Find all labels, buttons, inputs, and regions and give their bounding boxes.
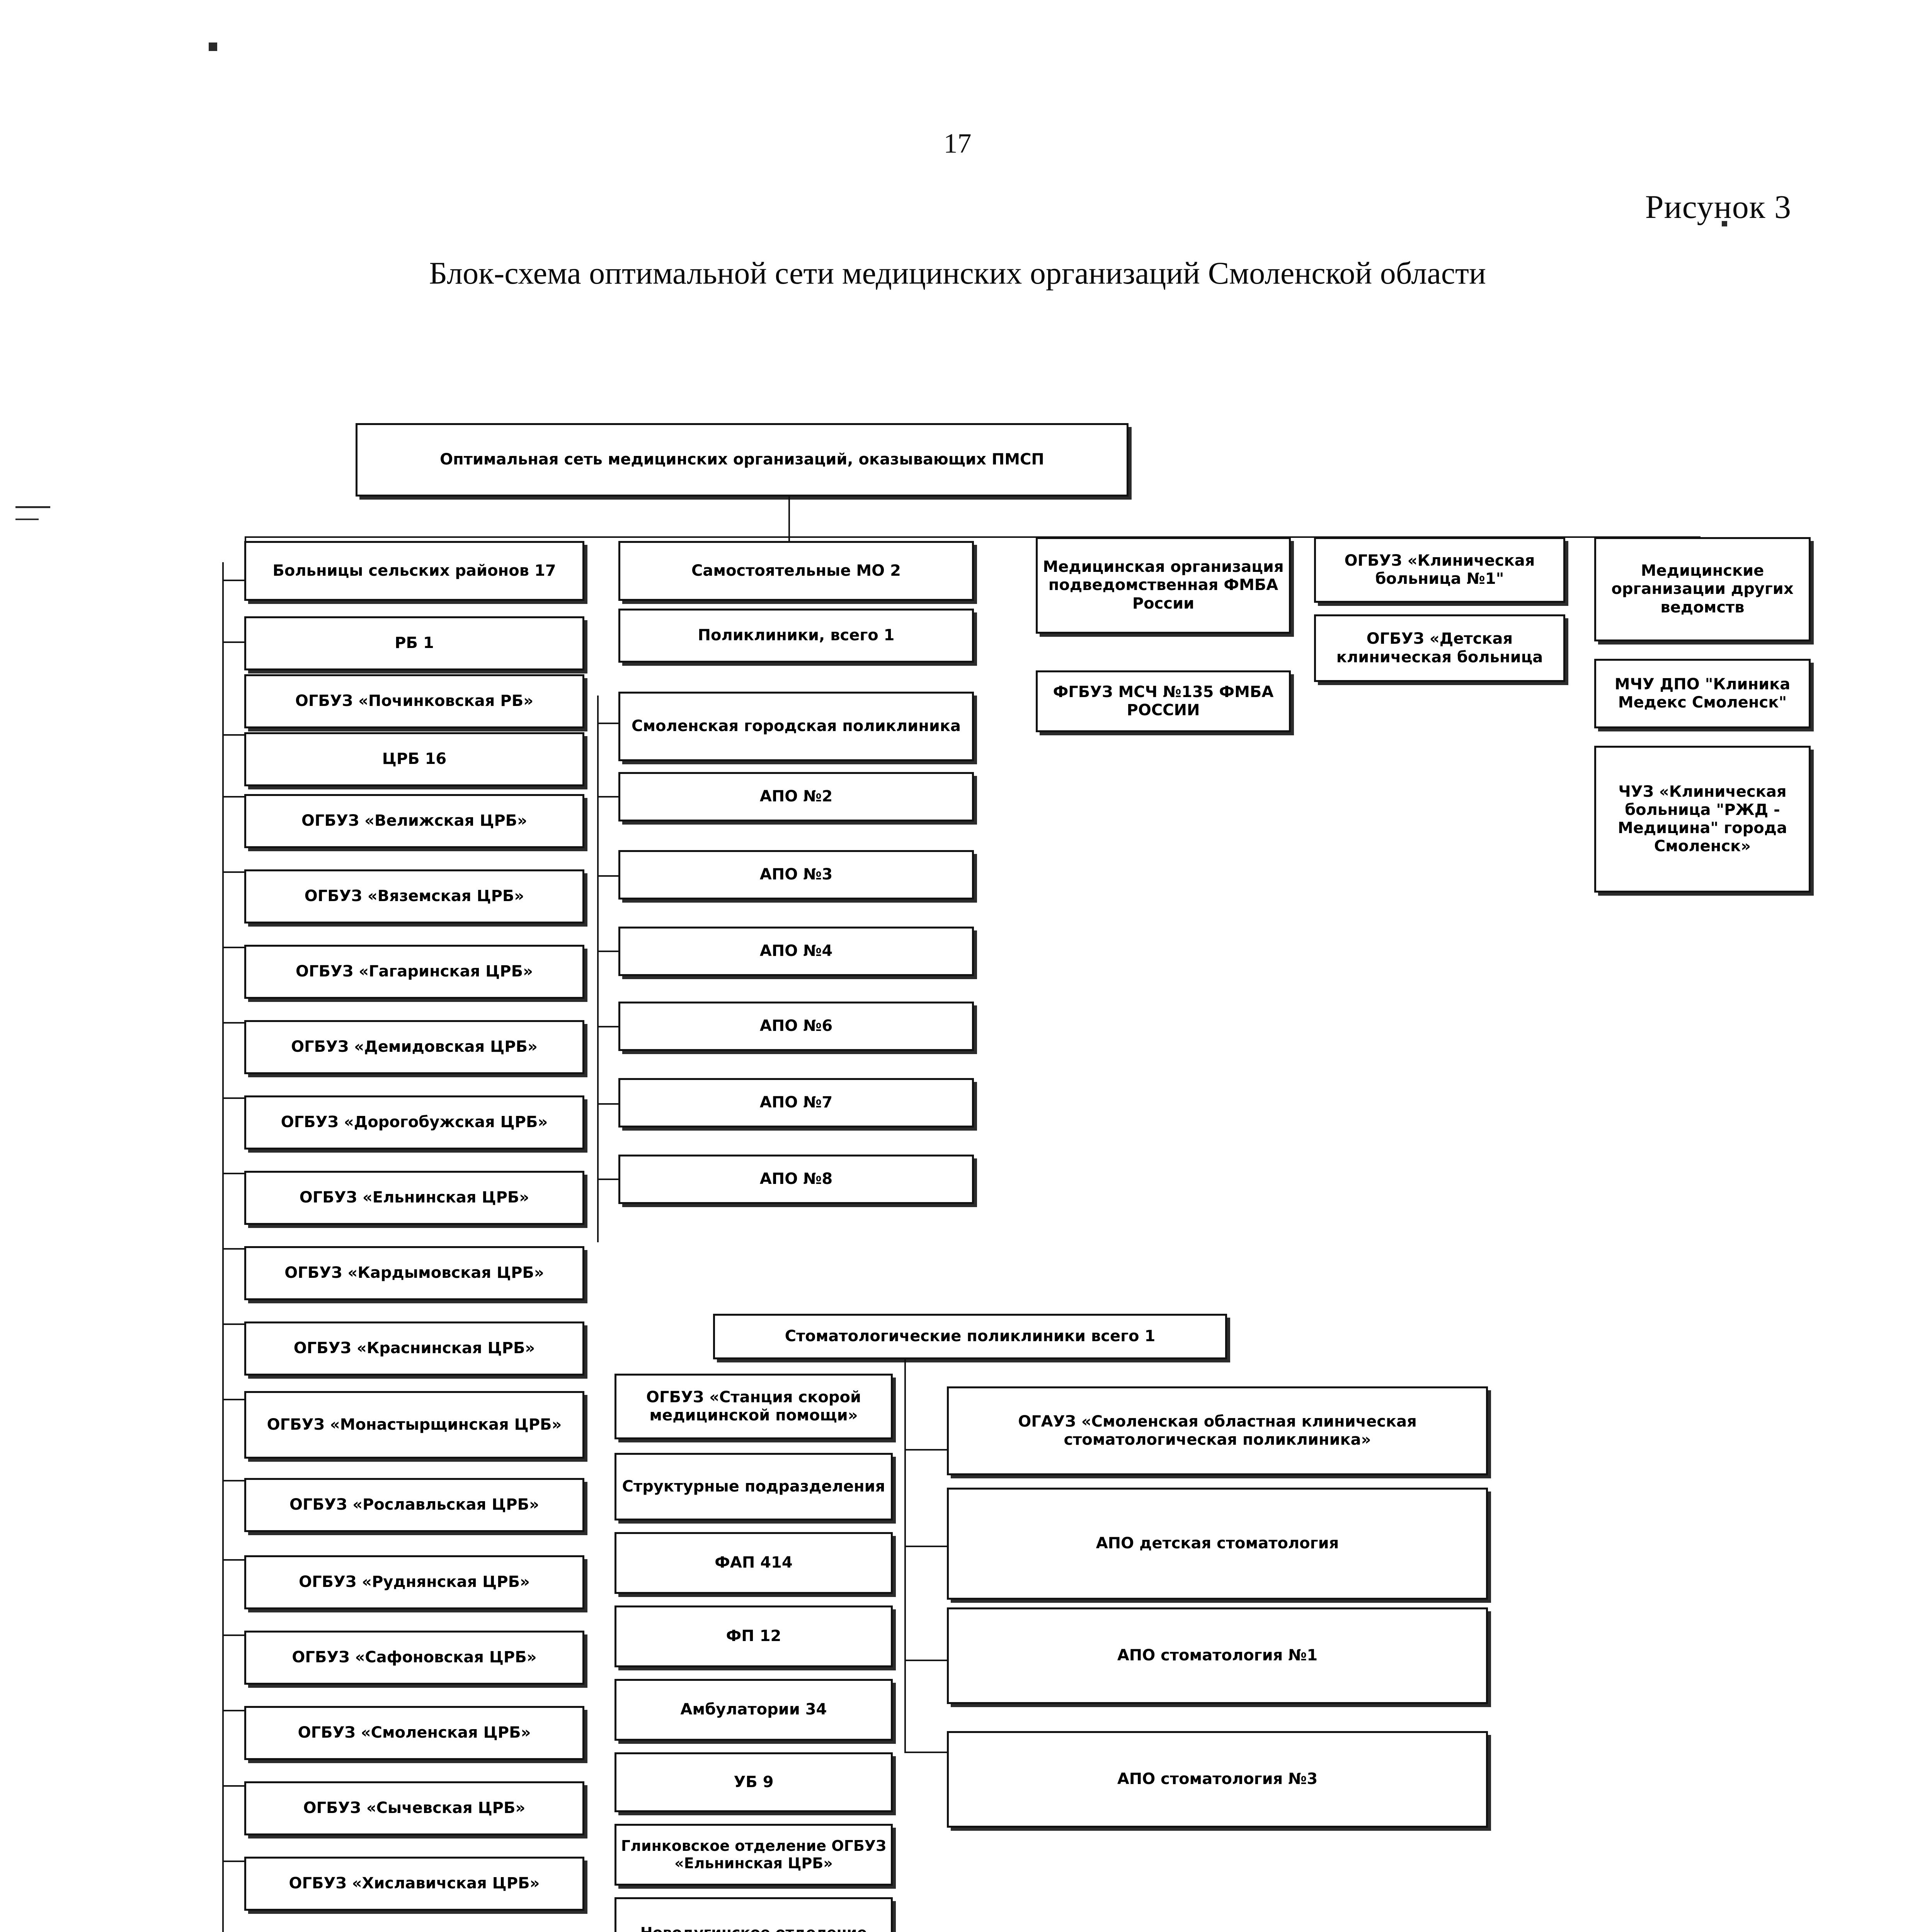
node-poly-4: АПО №6 <box>618 1002 974 1051</box>
node-rural-8: ОГБУЗ «Ельнинская ЦРБ» <box>244 1171 584 1225</box>
page-number: 17 <box>943 128 972 159</box>
node-fmba-child-0: ФГБУЗ МСЧ №135 ФМБА РОССИИ <box>1036 670 1291 732</box>
node-poly-0: Смоленская городская поликлиника <box>618 692 974 761</box>
node-rural-2: ЦРБ 16 <box>244 732 584 786</box>
node-fmba-header: Медицинская организация подведомственная… <box>1036 537 1291 634</box>
node-ambulance-2: Амбулатории 34 <box>615 1679 893 1741</box>
node-other-child-0: МЧУ ДПО "Клиника Медекс Смоленск" <box>1594 659 1811 728</box>
node-rural-17: ОГБУЗ «Хиславичская ЦРБ» <box>244 1857 584 1911</box>
node-rural-13: ОГБУЗ «Руднянская ЦРБ» <box>244 1555 584 1609</box>
node-ambulance-4: Глинковское отделение ОГБУЗ «Ельнинская … <box>615 1824 893 1886</box>
node-ambulance-5: Новодугинское отделение ОГБУЗ «Сычевской… <box>615 1897 893 1932</box>
node-poly-1: АПО №2 <box>618 772 974 821</box>
node-ambulance-header: ОГБУЗ «Станция скорой медицинской помощи… <box>615 1374 893 1439</box>
node-root: Оптимальная сеть медицинских организаций… <box>356 423 1129 497</box>
node-dental-1: АПО детская стоматология <box>947 1488 1488 1600</box>
node-rural-12: ОГБУЗ «Рославльская ЦРБ» <box>244 1478 584 1532</box>
node-ogbuz-child-0: ОГБУЗ «Детская клиническая больница <box>1314 614 1565 682</box>
node-rural-4: ОГБУЗ «Вяземская ЦРБ» <box>244 869 584 923</box>
node-rural-3: ОГБУЗ «Велижская ЦРБ» <box>244 794 584 848</box>
node-dental-2: АПО стоматология №1 <box>947 1607 1488 1704</box>
node-rural-header: Больницы сельских районов 17 <box>244 541 584 601</box>
node-ambulance-3: УБ 9 <box>615 1752 893 1812</box>
node-ambulance-0: ФАП 414 <box>615 1532 893 1594</box>
node-poly-5: АПО №7 <box>618 1078 974 1128</box>
page-title: Блок-схема оптимальной сети медицинских … <box>429 255 1486 291</box>
node-rural-9: ОГБУЗ «Кардымовская ЦРБ» <box>244 1246 584 1300</box>
node-rural-7: ОГБУЗ «Дорогобужская ЦРБ» <box>244 1095 584 1150</box>
node-rural-5: ОГБУЗ «Гагаринская ЦРБ» <box>244 945 584 999</box>
node-rural-1: ОГБУЗ «Починковская РБ» <box>244 674 584 728</box>
node-rural-16: ОГБУЗ «Сычевская ЦРБ» <box>244 1781 584 1835</box>
node-other-header: Медицинские организации других ведомств <box>1594 537 1811 641</box>
node-poly-6: АПО №8 <box>618 1155 974 1204</box>
node-rural-6: ОГБУЗ «Демидовская ЦРБ» <box>244 1020 584 1074</box>
figure-label: Рисунок 3 <box>1645 188 1791 225</box>
node-ogbuz-header: ОГБУЗ «Клиническая больница №1" <box>1314 537 1565 603</box>
node-dental-header: Стоматологические поликлиники всего 1 <box>713 1314 1227 1359</box>
node-ambulance-1: ФП 12 <box>615 1605 893 1667</box>
node-ambulance-subheader: Структурные подразделения <box>615 1453 893 1520</box>
node-dental-3: АПО стоматология №3 <box>947 1731 1488 1828</box>
node-rural-10: ОГБУЗ «Краснинская ЦРБ» <box>244 1321 584 1376</box>
node-other-child-1: ЧУЗ «Клиническая больница "РЖД - Медицин… <box>1594 746 1811 893</box>
node-independent-header: Самостоятельные МО 2 <box>618 541 974 601</box>
node-rural-11: ОГБУЗ «Монастырщинская ЦРБ» <box>244 1391 584 1459</box>
node-rural-15: ОГБУЗ «Смоленская ЦРБ» <box>244 1706 584 1760</box>
node-dental-0: ОГАУЗ «Смоленская областная клиническая … <box>947 1386 1488 1475</box>
node-poly-2: АПО №3 <box>618 850 974 900</box>
node-poly-3: АПО №4 <box>618 927 974 976</box>
node-rural-0: РБ 1 <box>244 616 584 670</box>
node-independent-subheader: Поликлиники, всего 1 <box>618 609 974 663</box>
node-rural-14: ОГБУЗ «Сафоновская ЦРБ» <box>244 1631 584 1685</box>
